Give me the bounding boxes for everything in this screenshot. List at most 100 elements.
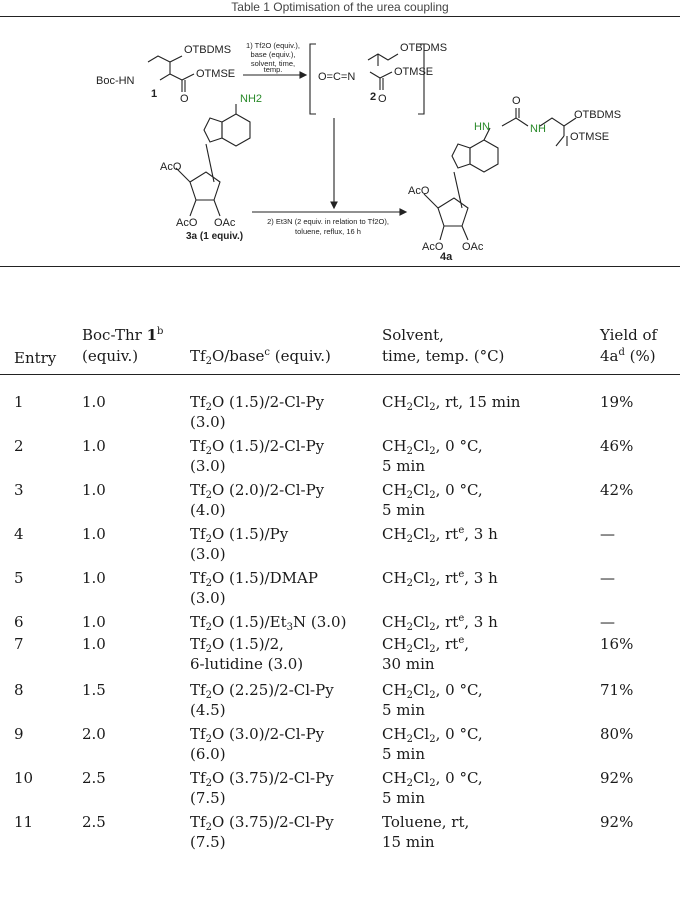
row-entry: 4 (14, 525, 24, 543)
header-entry: Entry (14, 349, 57, 367)
row-entry: 5 (14, 569, 24, 587)
header-boc: Boc-Thr 1b (82, 326, 164, 344)
otmse-1: OTMSE (196, 68, 235, 80)
row-tf2o-base-cont: (3.0) (190, 413, 226, 431)
otbdms-1: OTBDMS (184, 44, 231, 56)
row-tf2o-base: Tf2O (3.75)/2-Cl-Py (190, 813, 334, 833)
row-boc-equiv: 2.0 (82, 725, 106, 743)
aco-label-4a-b: AcO (422, 241, 444, 253)
compound1-label: 1 (151, 88, 157, 100)
row-tf2o-base-cont: (6.0) (190, 745, 226, 763)
nh2-label: NH2 (240, 93, 262, 105)
row-yield: — (600, 569, 615, 587)
row-tf2o-base-cont: (3.0) (190, 457, 226, 475)
row-solvent: CH2Cl2, rte, 3 h (382, 525, 498, 545)
row-boc-equiv: 1.5 (82, 681, 106, 699)
svg-text:Boc-HN: Boc-HN (96, 75, 135, 87)
row-yield: 42% (600, 481, 634, 499)
aco-label-3a: AcO (160, 161, 182, 173)
row-tf2o-base-cont: 6-lutidine (3.0) (190, 655, 304, 673)
row-entry: 1 (14, 393, 24, 411)
row-entry: 9 (14, 725, 24, 743)
row-yield: — (600, 613, 615, 631)
row-yield: 80% (600, 725, 634, 743)
row-solvent: CH2Cl2, 0 °C, (382, 725, 483, 745)
compound1-backbone (159, 62, 171, 81)
row-entry: 10 (14, 769, 34, 787)
row-boc-equiv: 1.0 (82, 525, 106, 543)
svg-text:O: O (512, 95, 521, 107)
row-yield: 92% (600, 769, 634, 787)
step1-line-0: 1) Tf2O (equiv.), (246, 41, 300, 50)
row-solvent: Toluene, rt, (382, 813, 470, 831)
row-solvent-cont: 5 min (382, 789, 425, 807)
top-rule (0, 16, 680, 17)
otmse-4a: OTMSE (570, 131, 609, 143)
row-solvent-cont: 30 min (382, 655, 435, 673)
row-tf2o-base-cont: (3.0) (190, 589, 226, 607)
row-solvent: CH2Cl2, 0 °C, (382, 481, 483, 501)
isocyanate: O=C=N (318, 71, 355, 83)
row-tf2o-base-cont: (4.5) (190, 701, 226, 719)
step2-line-1: toluene, reflux, 16 h (295, 227, 361, 236)
row-yield: 16% (600, 635, 634, 653)
scheme-bottom-rule (0, 266, 680, 267)
row-tf2o-base: Tf2O (3.0)/2-Cl-Py (190, 725, 325, 745)
header-solvent: Solvent, (382, 326, 444, 344)
row-solvent-cont: 5 min (382, 501, 425, 519)
row-boc-equiv: 2.5 (82, 813, 106, 831)
row-entry: 6 (14, 613, 24, 631)
row-yield: 92% (600, 813, 634, 831)
row-tf2o-base: Tf2O (1.5)/DMAP (190, 569, 318, 589)
row-tf2o-base-cont: (4.0) (190, 501, 226, 519)
row-solvent: CH2Cl2, rte, 3 h (382, 613, 498, 633)
row-yield: 19% (600, 393, 634, 411)
row-entry: 11 (14, 813, 34, 831)
row-yield: 71% (600, 681, 634, 699)
purine-ring (221, 113, 251, 147)
row-solvent-cont: 15 min (382, 833, 435, 851)
row-entry: 3 (14, 481, 24, 499)
hn-label: HN (474, 121, 490, 133)
row-solvent: CH2Cl2, 0 °C, (382, 769, 483, 789)
otmse-2: OTMSE (394, 66, 433, 78)
aco-label-4a: AcO (408, 185, 430, 197)
ribose-ring (189, 171, 221, 201)
otbdms-2: OTBDMS (400, 42, 447, 54)
header-time-temp: time, temp. (°C) (382, 347, 505, 365)
row-tf2o-base: Tf2O (2.25)/2-Cl-Py (190, 681, 334, 701)
compound2-label: 2 (370, 91, 376, 103)
caption-fragment: Table 1 Optimisation of the urea couplin… (231, 0, 449, 14)
row-boc-equiv: 1.0 (82, 481, 106, 499)
row-solvent: CH2Cl2, 0 °C, (382, 681, 483, 701)
row-entry: 2 (14, 437, 24, 455)
row-tf2o-base-cont: (7.5) (190, 789, 226, 807)
row-tf2o-base: Tf2O (1.5)/2-Cl-Py (190, 393, 325, 413)
row-tf2o-base: Tf2O (2.0)/2-Cl-Py (190, 481, 325, 501)
header-yield-unit: 4ad (%) (600, 347, 656, 365)
row-tf2o-base-cont: (3.0) (190, 545, 226, 563)
row-yield: — (600, 525, 615, 543)
oac-label-3a: OAc (214, 217, 236, 229)
compound4a-label: 4a (440, 251, 453, 262)
compound1-chain (147, 55, 183, 63)
step1-line-1: base (equiv.), (251, 50, 296, 59)
row-solvent: CH2Cl2, 0 °C, (382, 437, 483, 457)
row-boc-equiv: 1.0 (82, 613, 106, 631)
otbdms-4a: OTBDMS (574, 109, 621, 121)
row-tf2o-base: Tf2O (1.5)/2, (190, 635, 284, 655)
row-boc-equiv: 1.0 (82, 437, 106, 455)
row-entry: 7 (14, 635, 24, 653)
row-boc-equiv: 1.0 (82, 635, 106, 653)
row-boc-equiv: 2.5 (82, 769, 106, 787)
row-tf2o-base: Tf2O (1.5)/2-Cl-Py (190, 437, 325, 457)
svg-text:O: O (378, 93, 387, 105)
row-tf2o-base: Tf2O (1.5)/Et3N (3.0) (190, 613, 347, 633)
step1-line-2: solvent, time, (251, 59, 295, 68)
row-tf2o-base-cont: (7.5) (190, 833, 226, 851)
row-solvent-cont: 5 min (382, 745, 425, 763)
boc-text: Boc-HN (96, 75, 135, 87)
row-entry: 8 (14, 681, 24, 699)
row-yield: 46% (600, 437, 634, 455)
header-tf2o: Tf2O/basec (equiv.) (190, 347, 331, 367)
